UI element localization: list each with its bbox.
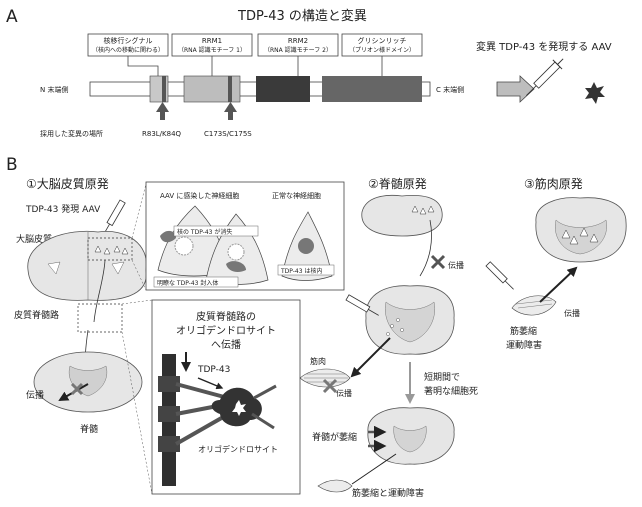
panel-b-letter: B (6, 155, 18, 175)
tract-highlight (77, 303, 123, 333)
svg-text:（RNA 認識モチーフ 1）: （RNA 認識モチーフ 1） (178, 46, 246, 54)
tdp-nuclear-label: TDP-43 は核内 (280, 267, 322, 275)
muscle-icon (511, 295, 557, 316)
spinal-cord-2-mid (365, 285, 455, 355)
panel-a-letter: A (6, 7, 18, 27)
spinal-cord-3 (535, 197, 627, 263)
spinal-cord-label-1: 脊髄 (80, 423, 98, 435)
c-terminus-label: C 末端側 (436, 85, 464, 94)
svg-text:RRM2: RRM2 (288, 37, 308, 45)
oligo-box-title-3: へ伝播 (211, 338, 241, 351)
muscle-icon (317, 479, 353, 493)
domain-label-rrm2: RRM2 （RNA 認識モチーフ 2） (257, 33, 339, 57)
muscle-icon (299, 368, 351, 388)
inclusion-label: 明瞭な TDP-43 封入体 (157, 279, 218, 287)
atrophy-label: 脊髄が萎縮 (312, 431, 357, 443)
mutation-arrow-2 (224, 102, 237, 120)
motor-disorder-label: 運動障害 (506, 339, 542, 351)
oligo-box-title-1: 皮質脊髄路の (196, 310, 256, 323)
tract-label: 皮質脊髄路 (14, 309, 59, 321)
mutation-1-label: R83L/K84Q (142, 130, 182, 138)
muscle-label-2: 筋肉 (310, 356, 326, 366)
spinal-cord-2-top (361, 195, 443, 237)
propagation-label-3: 伝播 (336, 388, 352, 398)
domain-label-rrm1: RRM1 （RNA 認識モチーフ 1） (171, 33, 253, 57)
syringe-icon (345, 294, 379, 316)
svg-text:グリシンリッチ: グリシンリッチ (358, 36, 407, 45)
svg-text:（プリオン様ドメイン）: （プリオン様ドメイン） (349, 46, 415, 54)
domain-label-glycine: グリシンリッチ （プリオン様ドメイン） (341, 33, 423, 57)
spinal-cord-2-bottom (367, 407, 455, 465)
mutation-caption: 採用した変異の場所 (40, 129, 103, 138)
normal-neuron-label: 正常な神経細胞 (272, 191, 321, 200)
amyotrophy-label: 筋萎縮 (510, 325, 537, 337)
short-time-label-2: 著明な細胞死 (424, 385, 478, 397)
n-terminus-label: N 末端側 (40, 85, 68, 94)
svg-text:RRM1: RRM1 (202, 37, 222, 45)
domain-label-nls: 核移行シグナル （核内への移動に関わる） (87, 33, 169, 57)
tdp43-aav-label: TDP-43 発現 AAV (25, 203, 101, 215)
propagation-label-4: 伝播 (564, 308, 580, 318)
brain-cortex (27, 230, 147, 301)
axon-path (93, 259, 106, 323)
section-1-title: ①大脳皮質原発 (26, 176, 109, 191)
mutant-aav-label: 変異 TDP-43 を発現する AAV (476, 40, 612, 53)
section-3-title: ③筋肉原発 (524, 176, 583, 191)
propagation-label-1: 伝播 (26, 389, 44, 401)
oligodendrocyte-inset (151, 299, 301, 495)
infected-neuron-label: AAV に感染した神経細胞 (160, 191, 239, 200)
domain-leader-lines (127, 56, 383, 76)
oligo-box-title-2: オリゴデンドロサイト (176, 324, 276, 337)
spinal-cord-1 (33, 351, 143, 413)
block-arrow-icon (496, 75, 535, 103)
blocked-propagation-icon (430, 254, 446, 270)
svg-text:核移行シグナル: 核移行シグナル (104, 36, 153, 45)
section-2-title: ②脊髄原発 (368, 176, 427, 191)
amyotrophy-motor-label: 筋萎縮と運動障害 (352, 487, 424, 499)
virus-icon (585, 82, 605, 104)
short-time-label-1: 短期間で (424, 371, 460, 383)
svg-text:（核内への移動に関わる）: （核内への移動に関わる） (92, 46, 164, 54)
oligodendrocyte-label: オリゴデンドロサイト (198, 444, 278, 454)
syringe-icon (103, 199, 126, 235)
propagation-label-2: 伝播 (448, 260, 464, 270)
syringe-icon (485, 261, 514, 290)
panel-a-title: TDP-43 の構造と変異 (237, 8, 367, 24)
syringe-icon (526, 58, 564, 96)
tdp43-label: TDP-43 (197, 365, 230, 375)
nuclear-loss-label: 核の TDP-43 が消失 (177, 228, 232, 236)
mutation-arrow-1 (156, 102, 169, 120)
tdp43-protein-bar (89, 75, 431, 103)
svg-text:（RNA 認識モチーフ 2）: （RNA 認識モチーフ 2） (264, 46, 332, 54)
mutation-2-label: C173S/C175S (204, 130, 252, 138)
